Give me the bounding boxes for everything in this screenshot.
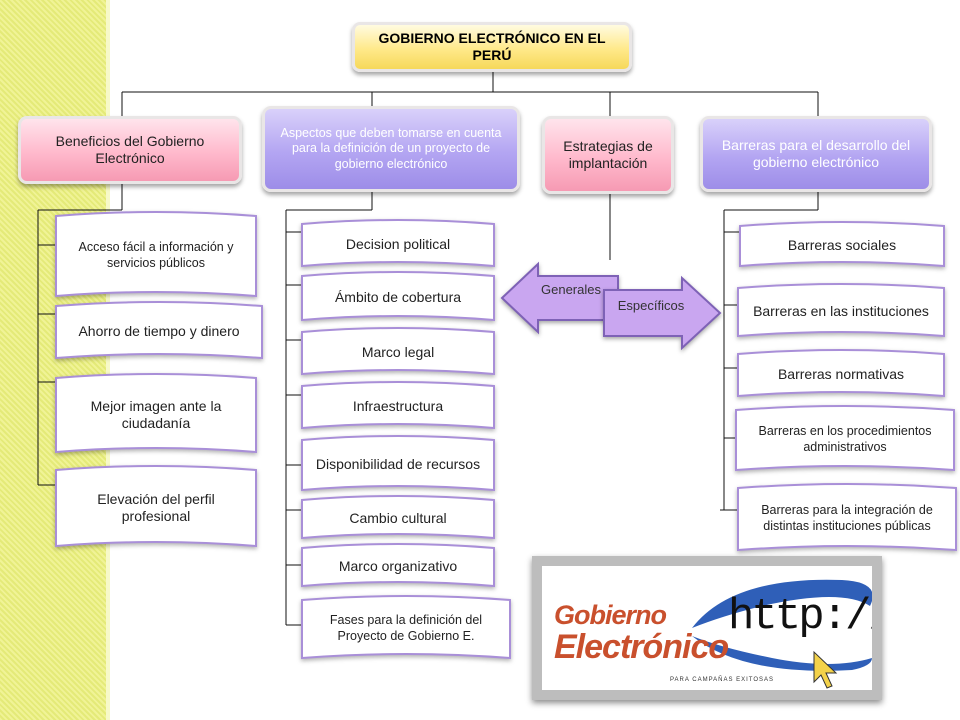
arrow-generales: Generales — [500, 261, 620, 335]
aspecto-item-2-label: Ámbito de cobertura — [334, 289, 462, 306]
image-url-text: http://www. — [728, 592, 872, 642]
aspecto-item-4: Infraestructura — [300, 381, 496, 432]
barrera-item-5: Barreras para la integración de distinta… — [736, 483, 958, 554]
beneficio-item-1: Acceso fácil a información y servicios p… — [54, 211, 258, 300]
beneficio-item-2: Ahorro de tiempo y dinero — [54, 301, 264, 362]
category-barreras-label: Barreras para el desarrollo del gobierno… — [721, 136, 911, 171]
beneficio-item-2-label: Ahorro de tiempo y dinero — [78, 323, 240, 340]
barrera-item-1-label: Barreras sociales — [787, 237, 897, 254]
arrow-especificos: Específicos — [602, 275, 722, 351]
barrera-item-3: Barreras normativas — [736, 349, 946, 400]
aspecto-item-3: Marco legal — [300, 327, 496, 378]
barrera-item-2: Barreras en las instituciones — [736, 283, 946, 340]
aspecto-item-1: Decision political — [300, 219, 496, 270]
beneficio-item-4-label: Elevación del perfil profesional — [97, 490, 215, 525]
aspecto-item-7: Marco organizativo — [300, 543, 496, 590]
image-logo-line2: Electrónico — [554, 628, 729, 666]
barrera-item-1: Barreras sociales — [738, 221, 946, 270]
aspecto-item-8-label: Fases para la definición del Proyecto de… — [329, 613, 483, 643]
beneficio-item-3-label: Mejor imagen ante la ciudadanía — [90, 397, 222, 432]
category-estrategias: Estrategias de implantación — [542, 116, 674, 194]
barrera-item-2-label: Barreras en las instituciones — [753, 303, 929, 320]
aspecto-item-5-label: Disponibilidad de recursos — [315, 456, 481, 473]
category-beneficios: Beneficios del Gobierno Electrónico — [18, 116, 242, 184]
aspecto-item-6-label: Cambio cultural — [349, 510, 447, 527]
barrera-item-4: Barreras en los procedimientos administr… — [734, 405, 956, 474]
image-inner: Gobierno Electrónico http://www. PARA CA… — [542, 566, 872, 690]
beneficio-item-3: Mejor imagen ante la ciudadanía — [54, 373, 258, 456]
barrera-item-5-label: Barreras para la integración de distinta… — [761, 503, 933, 533]
barrera-item-4-label: Barreras en los procedimientos administr… — [758, 424, 932, 454]
aspecto-item-3-label: Marco legal — [361, 344, 435, 361]
title-box: GOBIERNO ELECTRÓNICO EN EL PERÚ — [352, 22, 632, 72]
category-aspectos: Aspectos que deben tomarse en cuenta par… — [262, 106, 520, 192]
image-logo-line1: Gobierno — [554, 600, 667, 630]
aspecto-item-5: Disponibilidad de recursos — [300, 435, 496, 494]
aspecto-item-1-label: Decision political — [345, 236, 451, 253]
aspecto-item-8: Fases para la definición del Proyecto de… — [300, 595, 512, 662]
image-slogan: PARA CAMPAÑAS EXITOSAS — [670, 677, 775, 683]
aspecto-item-7-label: Marco organizativo — [338, 558, 458, 575]
category-barreras: Barreras para el desarrollo del gobierno… — [700, 116, 932, 192]
barrera-item-3-label: Barreras normativas — [777, 366, 905, 383]
title-text: GOBIERNO ELECTRÓNICO EN EL PERÚ — [378, 29, 606, 64]
category-estrategias-label: Estrategias de implantación — [563, 137, 653, 172]
cursor-icon — [813, 650, 838, 689]
beneficio-item-4: Elevación del perfil profesional — [54, 465, 258, 550]
aspecto-item-2: Ámbito de cobertura — [300, 271, 496, 324]
category-aspectos-label: Aspectos que deben tomarse en cuenta par… — [280, 125, 502, 171]
beneficio-item-1-label: Acceso fácil a información y servicios p… — [78, 240, 234, 270]
category-beneficios-label: Beneficios del Gobierno Electrónico — [55, 132, 205, 167]
aspecto-item-6: Cambio cultural — [300, 495, 496, 542]
gobierno-electronico-image: Gobierno Electrónico http://www. PARA CA… — [532, 556, 882, 700]
aspecto-item-4-label: Infraestructura — [352, 398, 444, 415]
arrow-especificos-label: Específicos — [617, 297, 685, 313]
arrow-generales-label: Generales — [541, 281, 601, 297]
decorative-stripe-edge — [106, 0, 110, 720]
image-swoosh — [692, 579, 872, 689]
